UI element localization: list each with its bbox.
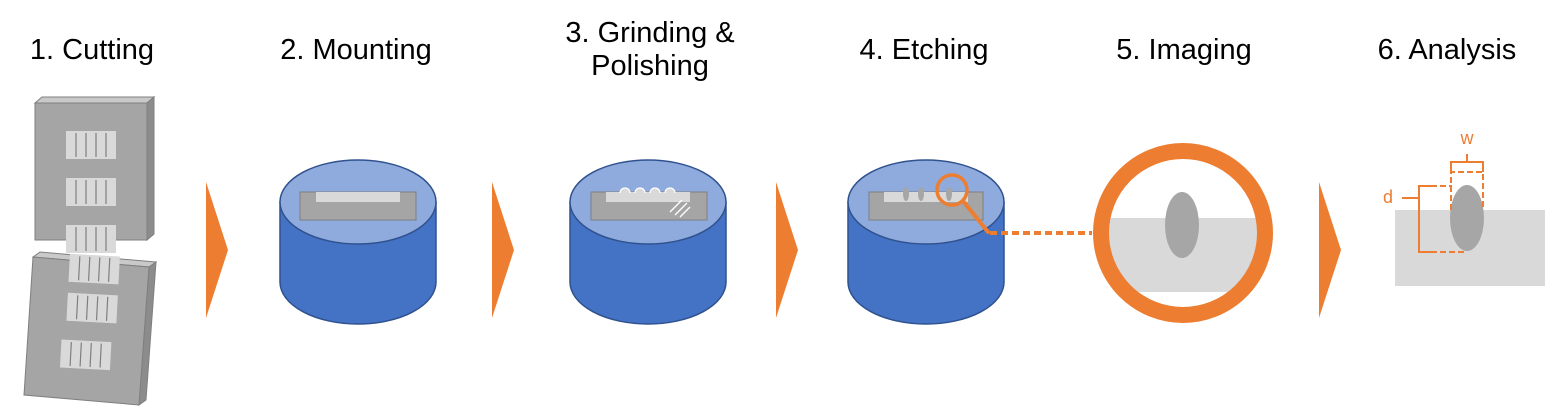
polished-sample-cylinder	[569, 159, 727, 325]
wafer-upper	[33, 95, 156, 254]
magnifier-icon	[935, 173, 990, 234]
arrow-icon-2	[492, 182, 514, 318]
step-6-title: 6. Analysis	[1377, 34, 1517, 66]
width-label: w	[1460, 128, 1475, 148]
analysis-view: w d	[1383, 128, 1545, 286]
depth-label: d	[1383, 187, 1393, 207]
microscope-view	[1093, 143, 1273, 323]
mounted-sample-cylinder	[279, 159, 437, 325]
step-5-title: 5. Imaging	[1116, 34, 1252, 66]
etched-sample-cylinder	[847, 159, 1005, 325]
arrow-icon-1	[206, 182, 228, 318]
arrow-icon-4	[1319, 182, 1341, 318]
step-4-title: 4. Etching	[859, 34, 989, 66]
step-1-title: 1. Cutting	[29, 34, 155, 66]
step-3-title: 3. Grinding & Polishing	[565, 17, 735, 82]
arrow-icon-3	[776, 182, 798, 318]
step-2-title: 2. Mounting	[280, 34, 432, 66]
wafer-lower	[23, 251, 158, 407]
